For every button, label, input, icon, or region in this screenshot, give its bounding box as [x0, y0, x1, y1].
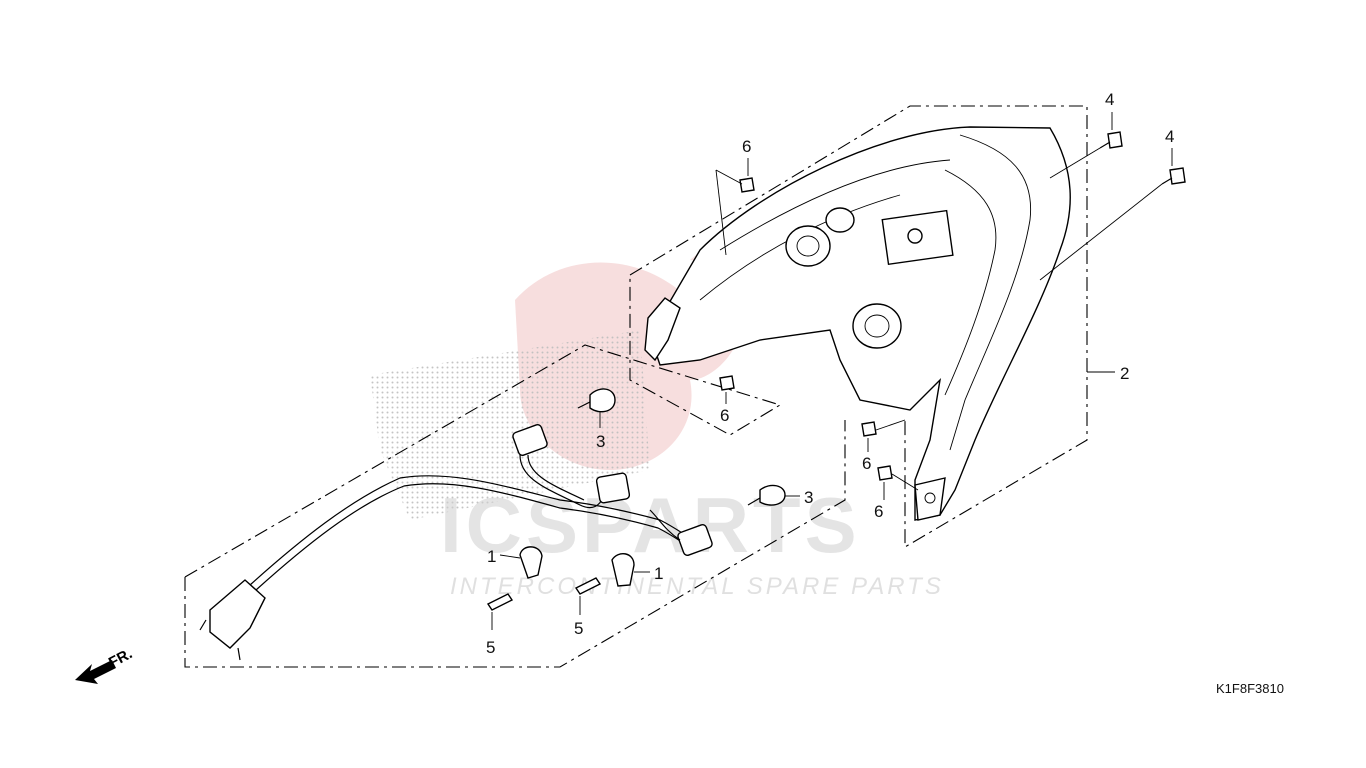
harness-main-cable: [249, 475, 701, 586]
front-arrow-icon: [75, 660, 116, 684]
bulb-socket-upper-inner: [796, 235, 820, 257]
screw-4a-icon: [1107, 131, 1123, 149]
bulb-3a-icon: [589, 388, 616, 413]
housing-rib: [719, 159, 951, 251]
screw-6c-icon: [861, 421, 877, 437]
callout-3-lower: 3: [804, 488, 813, 507]
callout-6-right-a: 6: [862, 454, 871, 473]
housing-lens-edge-inner: [944, 169, 997, 396]
housing-lens-edge: [949, 134, 1032, 451]
wiring-boundary-lower: [184, 420, 846, 668]
socket-upper-icon: [512, 424, 548, 456]
screw-group-6: [715, 158, 919, 500]
callout-3-upper: 3: [596, 432, 605, 451]
callout-5-left: 5: [486, 638, 495, 657]
callouts: 4 4 6 2 6 3 6 3 6 1 1 5 5: [486, 90, 1174, 657]
wiring-boundary: [184, 275, 782, 578]
screw-4b-icon: [1169, 167, 1186, 185]
watermark-dot-field: [370, 330, 650, 520]
clamp-1a-icon: [519, 546, 543, 579]
bulb-socket-upper: [785, 225, 831, 267]
main-housing-boundary: [629, 105, 1088, 548]
callout-2: 2: [1120, 364, 1129, 383]
tail-light-housing: [644, 126, 1071, 521]
screw-group-4: [1039, 112, 1186, 281]
housing-left-tab: [644, 297, 681, 362]
wiring-harness: [199, 424, 713, 661]
harness-main-cable-2: [255, 483, 699, 591]
screw-group-5: [486, 577, 602, 630]
screw-6d-icon: [877, 465, 893, 481]
socket-lower-icon: [677, 524, 713, 556]
callout-6-top: 6: [742, 137, 751, 156]
callout-6-right-b: 6: [874, 502, 883, 521]
callout-4-right: 4: [1165, 127, 1174, 146]
screw-6a-icon: [739, 177, 755, 193]
bulb-socket-top: [825, 207, 855, 233]
harness-branch-upper-2: [527, 454, 585, 501]
callout-5-right: 5: [574, 619, 583, 638]
clamp-1b-icon: [611, 553, 635, 587]
callout-1-right: 1: [654, 564, 663, 583]
front-direction-indicator: FR.: [75, 645, 135, 684]
clamp-group-1: [499, 546, 650, 587]
bulb-socket-lower: [852, 303, 902, 349]
callout-1-left: 1: [487, 547, 496, 566]
bulb-3b-icon: [759, 484, 786, 506]
bulb-socket-lower-inner: [864, 314, 890, 338]
callout-6-mid: 6: [720, 406, 729, 425]
housing-bottom-tab-hole: [924, 492, 936, 504]
housing-bottom-tab: [914, 477, 946, 521]
assembly-boundaries: [184, 105, 1088, 668]
bulb-group-3: [577, 388, 800, 506]
callout-4-top: 4: [1105, 90, 1114, 109]
screw-5b-icon: [574, 577, 602, 595]
socket-mid-icon: [595, 472, 631, 504]
connector-plug-icon: [209, 579, 266, 649]
housing-mount-hole: [907, 228, 923, 244]
screw-5a-icon: [486, 593, 514, 611]
screw-6b-icon: [719, 375, 735, 391]
diagram-code: K1F8F3810: [1216, 681, 1284, 696]
